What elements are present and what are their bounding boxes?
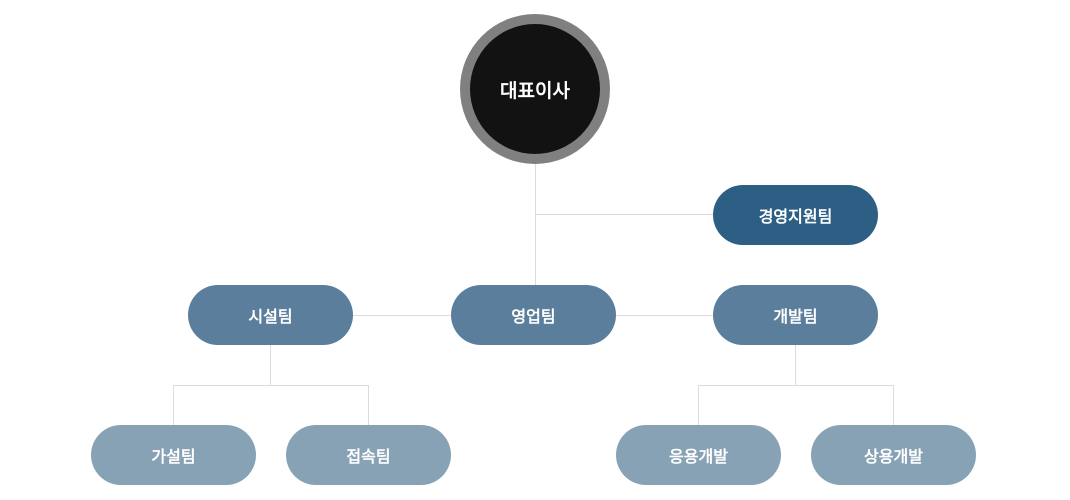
connector-connection-vertical (368, 385, 369, 425)
facility-team-node: 시설팀 (188, 285, 353, 345)
ceo-label: 대표이사 (500, 79, 570, 102)
support-team-label: 경영지원팀 (758, 207, 833, 226)
connector-facility-vertical (270, 345, 271, 385)
sales-team-node: 영업팀 (451, 285, 616, 345)
connector-facility-horizontal (173, 385, 369, 386)
connector-dev-vertical (795, 345, 796, 385)
connector-support-horizontal (535, 214, 713, 215)
app-dev-label: 응용개발 (669, 447, 728, 466)
commercial-dev-label: 상용개발 (864, 447, 923, 466)
construction-team-node: 가설팀 (91, 425, 256, 485)
connection-team-label: 접속팀 (346, 447, 391, 466)
construction-team-label: 가설팀 (151, 447, 196, 466)
app-dev-node: 응용개발 (616, 425, 781, 485)
support-team-node: 경영지원팀 (713, 185, 878, 245)
connector-app-dev-vertical (698, 385, 699, 425)
ceo-node-ring: 대표이사 (460, 14, 610, 164)
ceo-node: 대표이사 (470, 24, 600, 154)
connector-construction-vertical (173, 385, 174, 425)
dev-team-node: 개발팀 (713, 285, 878, 345)
commercial-dev-node: 상용개발 (811, 425, 976, 485)
connection-team-node: 접속팀 (286, 425, 451, 485)
connector-dev-horizontal (698, 385, 894, 386)
dev-team-label: 개발팀 (773, 307, 818, 326)
sales-team-label: 영업팀 (511, 307, 556, 326)
connector-commercial-dev-vertical (893, 385, 894, 425)
facility-team-label: 시설팀 (248, 307, 293, 326)
connector-ceo-vertical (535, 164, 536, 285)
